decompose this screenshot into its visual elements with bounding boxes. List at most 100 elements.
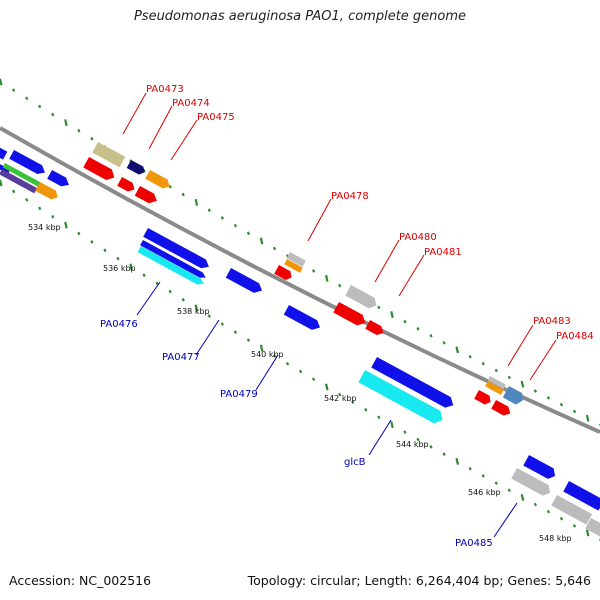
topology-summary: Topology: circular; Length: 6,264,404 bp… xyxy=(247,573,591,588)
gene-label: PA0480 xyxy=(399,232,437,243)
feature-red xyxy=(274,265,292,280)
tick-mark xyxy=(259,344,264,352)
feature-orange xyxy=(35,182,58,200)
tick-mark xyxy=(25,96,29,101)
tick-mark xyxy=(442,341,446,345)
tick-mark xyxy=(77,231,81,236)
tick-mark xyxy=(181,298,185,302)
tick-mark xyxy=(325,383,329,391)
gene-label: PA0479 xyxy=(220,389,258,400)
gene-label: PA0484 xyxy=(556,331,594,342)
tick-mark xyxy=(64,119,68,127)
tick-mark xyxy=(194,198,199,206)
feature-orange xyxy=(485,381,504,395)
tick-mark xyxy=(220,322,224,326)
tick-mark xyxy=(168,184,172,189)
tick-mark xyxy=(585,414,590,422)
feature-blue xyxy=(523,455,556,479)
feature-cyan xyxy=(137,246,204,285)
tick-mark xyxy=(246,338,251,342)
feature-red xyxy=(491,400,511,416)
tick-mark xyxy=(38,206,42,211)
tick-mark xyxy=(585,529,590,537)
tick-mark xyxy=(533,502,537,507)
feature-blue xyxy=(140,240,206,278)
tick-mark xyxy=(390,421,394,429)
tick-mark xyxy=(77,128,81,133)
tick-label: 548 kbp xyxy=(539,534,572,543)
tick-mark xyxy=(338,283,342,288)
gene-label: PA0481 xyxy=(424,247,462,258)
tick-mark xyxy=(559,402,564,407)
tick-mark xyxy=(142,273,146,277)
gene-label: PA0474 xyxy=(172,98,210,109)
gene-labels-top: PA0473 PA0474 PA0475 PA0478 PA0480 PA048… xyxy=(146,84,594,342)
tick-mark xyxy=(312,269,316,273)
tick-mark xyxy=(494,481,498,485)
tick-mark xyxy=(546,396,551,400)
tick-label: 538 kbp xyxy=(177,307,210,316)
tick-mark xyxy=(64,221,68,229)
tick-mark xyxy=(572,409,577,414)
tick-label: 540 kbp xyxy=(251,350,284,359)
tick-mark xyxy=(0,78,3,86)
feature-green xyxy=(2,163,41,187)
feature-blue xyxy=(225,268,263,293)
feature-red xyxy=(134,186,157,204)
tick-mark xyxy=(207,208,211,212)
tick-mark xyxy=(51,112,55,117)
tick-mark xyxy=(416,437,420,442)
tick-mark xyxy=(429,445,433,449)
tick-mark xyxy=(90,240,94,244)
feature-gray xyxy=(286,252,306,267)
tick-mark xyxy=(90,137,94,141)
tick-mark xyxy=(494,368,498,373)
feature-blue xyxy=(47,170,69,187)
feature-orange xyxy=(145,170,170,189)
tick-mark xyxy=(233,330,237,334)
gene-label: PA0473 xyxy=(146,84,184,95)
leader-lines-top xyxy=(122,92,557,381)
feature-gray xyxy=(345,285,377,309)
tick-label: 546 kbp xyxy=(468,488,501,497)
tick-mark xyxy=(233,223,237,228)
tick-mark xyxy=(12,189,16,194)
tick-mark xyxy=(338,392,342,397)
gene-label: PA0478 xyxy=(331,191,369,202)
gene-labels-bottom: PA0476 PA0477 PA0479 glcB PA0485 xyxy=(100,319,493,549)
tick-dots xyxy=(0,78,600,542)
gene-label: PA0475 xyxy=(197,112,235,123)
tick-mark xyxy=(129,263,133,271)
tick-mark xyxy=(259,237,264,245)
tick-mark xyxy=(520,493,525,501)
gene-features xyxy=(0,142,600,539)
tick-mark xyxy=(507,375,511,380)
tick-mark xyxy=(168,289,172,294)
tick-label: 544 kbp xyxy=(396,440,429,449)
tick-mark xyxy=(429,334,433,338)
tick-mark xyxy=(572,524,577,528)
tick-mark xyxy=(481,474,485,478)
tick-mark xyxy=(455,458,459,465)
feature-red xyxy=(474,390,491,405)
tick-mark xyxy=(559,516,564,521)
tick-label: 536 kbp xyxy=(103,264,136,273)
tick-mark xyxy=(481,361,485,366)
tick-mark xyxy=(390,311,394,319)
tick-mark xyxy=(0,179,3,187)
tick-mark xyxy=(403,430,407,434)
tick-mark xyxy=(468,354,472,359)
accession-text: Accession: NC_002516 xyxy=(9,573,152,588)
tick-label: 542 kbp xyxy=(324,394,357,403)
gene-label: PA0477 xyxy=(162,352,200,363)
tick-mark xyxy=(220,216,224,220)
tick-mark xyxy=(25,198,29,202)
feature-cyan xyxy=(358,370,443,424)
feature-gray xyxy=(585,518,600,539)
tick-mark xyxy=(207,314,211,318)
feature-blue xyxy=(143,228,209,269)
tick-mark xyxy=(246,231,251,236)
feature-steel xyxy=(502,386,523,405)
tick-mark xyxy=(181,192,185,197)
feature-orange xyxy=(284,259,303,273)
